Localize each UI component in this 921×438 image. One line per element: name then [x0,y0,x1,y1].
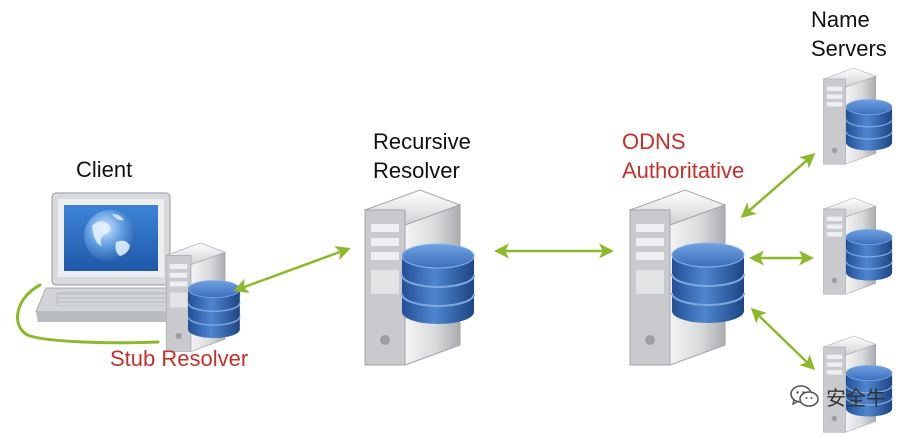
name-servers-label-line1: Name [811,7,870,32]
stub-resolver-label: Stub Resolver [110,346,249,371]
arrow-stub-to-recursive [233,246,351,293]
odns-label-line2: Authoritative [622,158,745,183]
wechat-icon [790,384,819,407]
recursive-resolver-label-line2: Resolver [373,158,460,183]
odns-authoritative-database-icon [671,242,745,323]
client-computer-icon [16,192,189,345]
name-server-1-icon [822,67,893,165]
watermark-text: 安全牛 [826,386,886,410]
recursive-resolver-database-icon [401,243,475,324]
odns-label-line1: ODNS [622,129,686,154]
watermark: 安全牛 [790,382,886,411]
name-servers-label-line2: Servers [811,36,887,61]
database-icon [187,280,241,339]
globe-icon [84,210,136,262]
name-server-3-icon [822,335,893,433]
client-label: Client [76,157,133,182]
name-server-2-icon [822,197,893,295]
arrow-odns-to-name-server-3 [750,307,816,371]
recursive-resolver-label-line1: Recursive [373,129,471,154]
arrow-odns-to-name-server-1 [740,153,816,218]
